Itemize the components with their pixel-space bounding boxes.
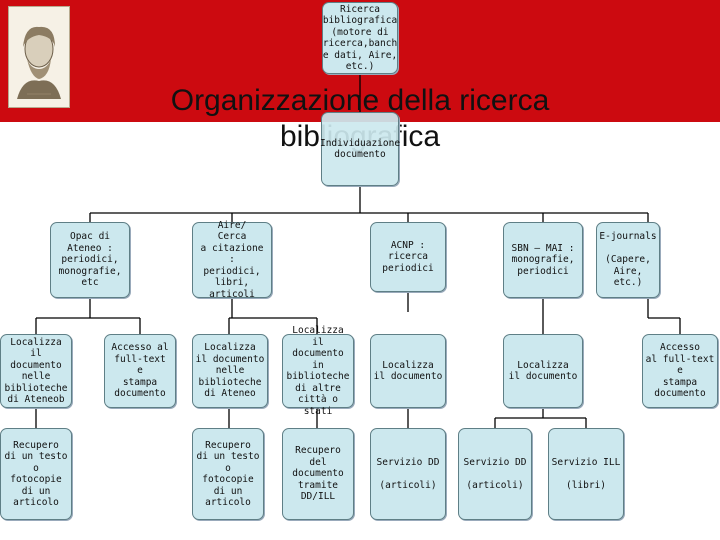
localizza-altre-citta-box: Localizza il documento in biblioteche di… [282, 325, 354, 417]
aire-box: Aire/ Cerca a citazione : periodici, lib… [192, 220, 272, 300]
servizio-ill-box: Servizio ILL (libri) [548, 428, 624, 520]
accesso-fulltext-left-box: Accesso al full-text e stampa documento [104, 334, 176, 408]
localizza-ateneo-box: Localizza il documento nelle biblioteche… [192, 334, 268, 408]
localizza-sbn-box: Localizza il documento [503, 334, 583, 408]
servizio-dd-sbn-box: Servizio DD (articoli) [458, 428, 532, 520]
servizio-dd-acnp-box: Servizio DD (articoli) [370, 428, 446, 520]
mid-box: Individuazione documento [320, 112, 400, 186]
localizza-acnp-box: Localizza il documento [370, 334, 446, 408]
recupero-left-box: Recupero di un testo o fotocopie di un a… [0, 428, 72, 520]
sbn-box: SBN – MAI : monografie, periodici [503, 222, 583, 298]
root-box: Ricerca bibliografica (motore di ricerca… [322, 2, 398, 74]
recupero-dd-ill-box: Recupero del documento tramite DD/ILL [282, 428, 354, 520]
accesso-fulltext-right-box: Accesso al full-text e stampa documento [642, 334, 718, 408]
author-portrait [8, 6, 70, 108]
page-title-line1: Organizzazione della ricerca [170, 84, 550, 117]
acnp-box: ACNP : ricerca periodici [370, 222, 446, 292]
ejournals-box: E-journals (Capere, Aire, etc.) [596, 222, 660, 298]
opac-box: Opac di Ateneo : periodici, monografie, … [50, 222, 130, 298]
localizza-ateneob-box: Localizza il documento nelle biblioteche… [0, 334, 72, 408]
portrait-image [17, 26, 61, 99]
recupero-aire-box: Recupero di un testo o fotocopie di un a… [192, 428, 264, 520]
